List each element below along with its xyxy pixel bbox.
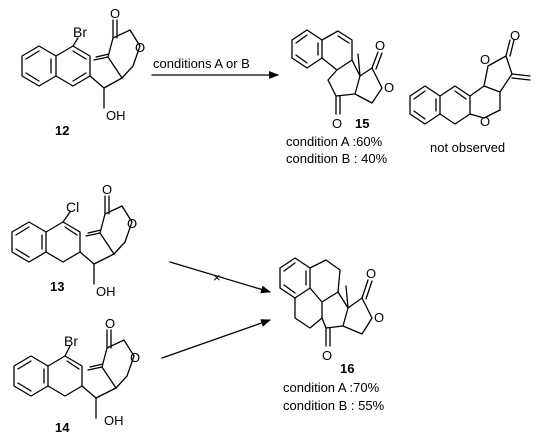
compound-16-structure: [279, 257, 373, 347]
compound-15-yield-b: condition B : 40%: [286, 151, 388, 166]
unobserved-product-carbonyl-oxygen: O: [510, 28, 520, 43]
compound-16-label: 16: [340, 361, 354, 376]
compound-12-halogen: Br: [73, 24, 87, 40]
compound-15-label: 15: [355, 116, 369, 131]
compound-16-yield-b: condition B : 55%: [283, 398, 385, 413]
compound-13-hydroxyl: OH: [96, 284, 116, 299]
compound-14-ring-oxygen: O: [130, 350, 140, 365]
compound-13-structure: [11, 195, 133, 285]
arrow-conditions-label: conditions A or B: [153, 56, 250, 71]
compound-15-structure: [291, 29, 383, 115]
compound-15-ring-oxygen: O: [384, 80, 394, 95]
compound-16-carbonyl-oxygen: O: [366, 266, 376, 281]
compound-14-structure: [13, 329, 135, 419]
compound-14-halogen: Br: [64, 333, 78, 349]
compound-12-structure: [21, 19, 141, 109]
compound-12-carbonyl-oxygen: O: [110, 6, 120, 21]
compound-14-carbonyl-oxygen: O: [105, 316, 115, 331]
compound-15-yield-a: condition A :60%: [286, 134, 383, 149]
compound-16-yield-a: condition A :70%: [283, 380, 380, 395]
compound-16-ring-oxygen: O: [374, 310, 384, 325]
compound-12-hydroxyl: OH: [106, 108, 126, 123]
reaction-arrow-14-to-16: [161, 319, 271, 359]
compound-13-ring-oxygen: O: [127, 216, 137, 231]
failed-arrow-cross-mark: ×: [213, 270, 221, 285]
compound-15-carbonyl-oxygen: O: [375, 38, 385, 53]
unobserved-product-structure: [409, 39, 531, 125]
compound-13-label: 13: [50, 279, 64, 294]
compound-12-ring-oxygen: O: [135, 40, 145, 55]
compound-16-ketone-oxygen: O: [322, 348, 332, 363]
compound-14-hydroxyl: OH: [104, 413, 124, 428]
compound-14-label: 14: [55, 420, 70, 435]
unobserved-product-ether-oxygen: O: [480, 114, 490, 129]
compound-15-ketone-oxygen: O: [332, 116, 342, 131]
compound-13-carbonyl-oxygen: O: [102, 182, 112, 197]
compound-13-halogen: Cl: [66, 199, 79, 215]
unobserved-product-ring-oxygen: O: [480, 52, 490, 67]
compound-12-label: 12: [55, 123, 69, 138]
failed-arrow-13-to-16: [169, 261, 271, 294]
not-observed-note: not observed: [430, 140, 505, 155]
